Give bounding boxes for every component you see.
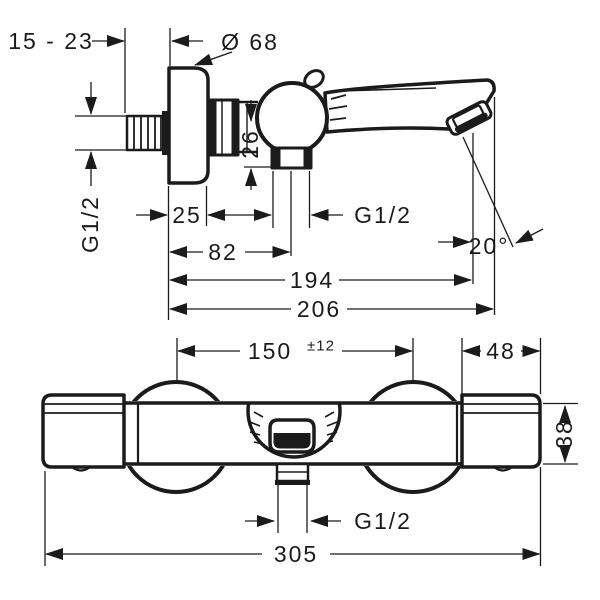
fixture-front-outline: [41, 380, 542, 494]
diverter-slot-dark: [273, 433, 311, 449]
front-view-dimension-lines: [45, 345, 571, 560]
side-view-extension-lines: [75, 28, 514, 320]
spout-highlight-line: [339, 87, 437, 92]
left-end-cap: [41, 393, 126, 469]
dim-inlet-thread: G1/2: [77, 195, 103, 253]
dim-escutcheon-diameter: Ø 68: [221, 29, 279, 55]
outlet-nut-ridge: [273, 149, 281, 167]
left-cap-bump: [71, 466, 91, 472]
union-nut-ridge: [211, 101, 217, 154]
dim-outlet-thread: G1/2: [354, 202, 412, 228]
valve-body: [255, 81, 329, 155]
side-view: 15 - 23 Ø 68 G1/2 26 25 G1/2 82 194 206 …: [8, 28, 544, 322]
spout-hatch-lines: [328, 94, 348, 121]
dim-shower-outlet-thread: G1/2: [354, 508, 412, 534]
spout-angle-line: [462, 136, 514, 248]
dim-spout-angle: 20°: [469, 233, 510, 259]
fixture-side-outline: [125, 66, 496, 185]
right-cap-bump: [493, 466, 513, 472]
dim-connection-centers: 150: [248, 338, 292, 364]
dim-wall-depth-range: 15 - 23: [8, 28, 94, 54]
dim-escutcheon-depth: 25: [172, 202, 202, 228]
side-view-dimension-lines: [85, 35, 544, 315]
dim-overall-width: 305: [274, 541, 318, 567]
union-nut-ridge: [231, 101, 237, 154]
dim-body-height: 38: [551, 419, 577, 449]
wall-flange: [167, 66, 210, 185]
front-view: 150 ±12 48 38 G1/2 305: [41, 338, 578, 567]
diverter-knob-grip-lines: [249, 411, 338, 445]
dim-connection-tolerance: ±12: [307, 338, 335, 355]
end-cap-grip-lines: [44, 403, 539, 414]
shower-outlet-thread-band: [275, 480, 310, 485]
dim-aerator-reach: 194: [290, 267, 334, 293]
right-end-cap: [460, 393, 542, 469]
aerator: [445, 100, 493, 136]
outlet-nut-ridge: [303, 149, 311, 167]
shower-outlet-nut: [270, 146, 313, 170]
dim-body-depth: 48: [486, 338, 516, 364]
dim-total-reach: 206: [297, 296, 341, 322]
inlet-thread-ridges: [133, 116, 162, 150]
dim-outlet-drop: 26: [237, 129, 263, 159]
dim-center-to-wall: 82: [208, 239, 238, 265]
inlet-collar: [162, 111, 170, 155]
